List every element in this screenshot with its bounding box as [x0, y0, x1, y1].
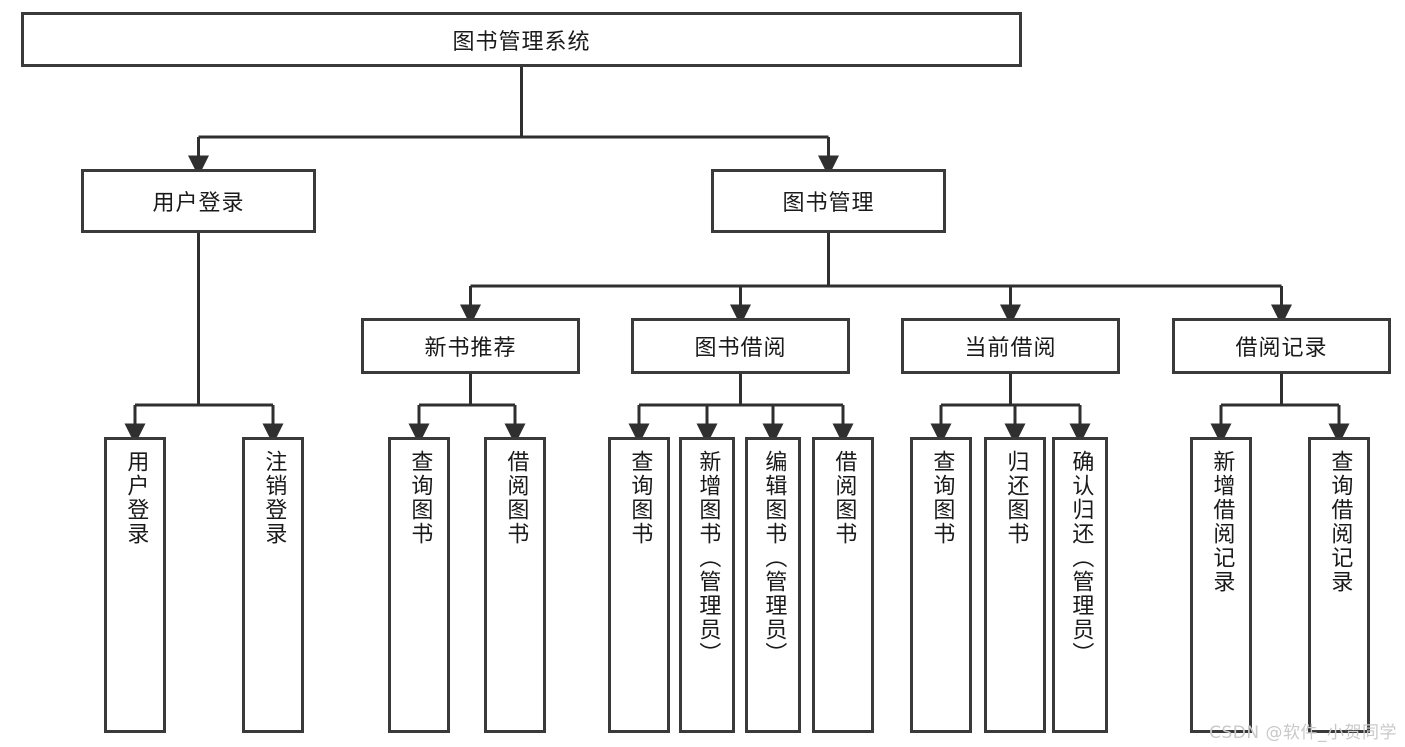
node-leaf-borrow-books-1[interactable]: 借阅图书: [484, 437, 546, 733]
node-recommend[interactable]: 新书推荐: [361, 318, 580, 374]
node-label: 查询借阅记录: [1327, 450, 1353, 594]
node-leaf-return-book[interactable]: 归还图书: [984, 437, 1046, 733]
node-label: 查询图书: [627, 450, 653, 546]
node-label: 借阅记录: [1235, 336, 1328, 361]
node-label: 编辑图书（管理员）: [761, 450, 787, 666]
node-label: 用户登录: [123, 450, 149, 546]
node-label: 注销登录: [261, 450, 287, 546]
node-leaf-query-books-3[interactable]: 查询图书: [910, 437, 972, 733]
node-leaf-logout[interactable]: 注销登录: [242, 437, 304, 733]
node-label: 当前借阅: [964, 336, 1057, 361]
node-label: 图书管理: [782, 191, 875, 216]
node-label: 确认归还（管理员）: [1068, 450, 1094, 666]
node-leaf-edit-book[interactable]: 编辑图书（管理员）: [745, 437, 801, 733]
node-label: 借阅图书: [831, 450, 857, 546]
node-label: 用户登录: [152, 191, 245, 216]
node-root[interactable]: 图书管理系统: [21, 12, 1022, 67]
node-label: 图书管理系统: [452, 29, 591, 55]
node-label: 新书推荐: [424, 336, 517, 361]
node-label: 新增借阅记录: [1209, 450, 1235, 594]
node-leaf-user-login[interactable]: 用户登录: [104, 437, 166, 733]
node-label: 查询图书: [929, 450, 955, 546]
watermark: CSDN @软件_小贺同学: [1209, 723, 1397, 743]
node-login[interactable]: 用户登录: [81, 169, 316, 233]
node-label: 借阅图书: [503, 450, 529, 546]
node-borrow[interactable]: 图书借阅: [631, 318, 850, 374]
node-leaf-confirm-return[interactable]: 确认归还（管理员）: [1052, 437, 1108, 733]
node-leaf-query-record[interactable]: 查询借阅记录: [1308, 437, 1370, 733]
node-current[interactable]: 当前借阅: [901, 318, 1120, 374]
node-leaf-borrow-books-2[interactable]: 借阅图书: [812, 437, 874, 733]
node-label: 新增图书（管理员）: [695, 450, 721, 666]
node-label: 归还图书: [1003, 450, 1029, 546]
node-leaf-add-record[interactable]: 新增借阅记录: [1190, 437, 1252, 733]
node-leaf-query-books-2[interactable]: 查询图书: [608, 437, 670, 733]
node-records[interactable]: 借阅记录: [1172, 318, 1391, 374]
node-leaf-query-books-1[interactable]: 查询图书: [388, 437, 450, 733]
node-books[interactable]: 图书管理: [711, 169, 946, 233]
node-label: 查询图书: [407, 450, 433, 546]
node-label: 图书借阅: [694, 336, 787, 361]
node-leaf-add-book[interactable]: 新增图书（管理员）: [679, 437, 735, 733]
